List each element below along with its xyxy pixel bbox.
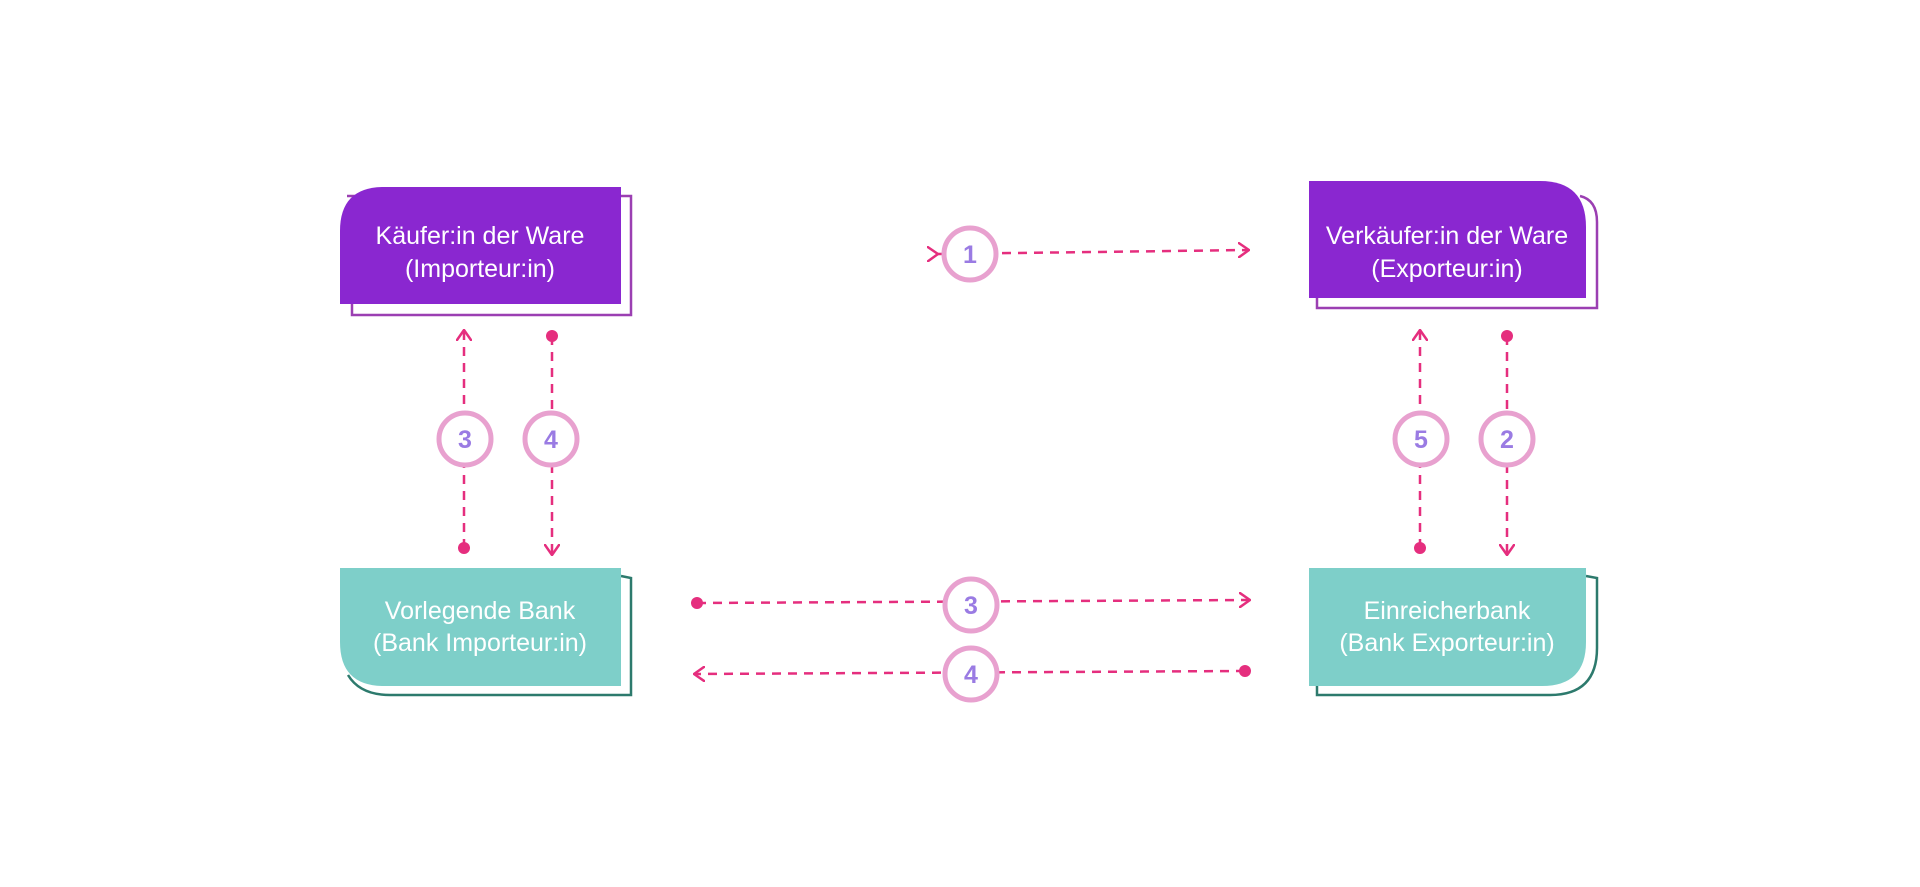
remitting-bank-box-shadow bbox=[1315, 574, 1599, 697]
step-2-down-number: 2 bbox=[1500, 426, 1514, 454]
step-2-down-origin-dot bbox=[1501, 330, 1513, 342]
step-5-up-circle bbox=[1392, 410, 1450, 468]
buyer-label-line1: Käufer:in der Ware bbox=[376, 222, 585, 250]
seller-box-fill bbox=[1309, 181, 1586, 298]
presenting-bank-label-line1: Vorlegende Bank bbox=[385, 597, 576, 625]
seller-box-shadow bbox=[1315, 194, 1599, 310]
seller-label-line1: Verkäufer:in der Ware bbox=[1326, 222, 1568, 250]
step-1-circle bbox=[941, 225, 999, 283]
step-5-up-arrow: 5 bbox=[1392, 330, 1450, 554]
presenting-bank-box-fill bbox=[340, 568, 621, 686]
remitting-bank-box-fill bbox=[1309, 568, 1586, 686]
remitting-bank-box: Einreicherbank (Bank Exporteur:in) bbox=[1309, 568, 1599, 697]
step-3-right-origin-dot bbox=[691, 597, 703, 609]
step-2-down-arrow: 2 bbox=[1478, 330, 1536, 555]
buyer-box: Käufer:in der Ware (Importeur:in) bbox=[340, 187, 633, 317]
step-4-left-circle bbox=[942, 645, 1000, 703]
presenting-bank-box-shadow bbox=[346, 574, 633, 697]
step-3-up-origin-dot bbox=[458, 542, 470, 554]
step-3-right-arrow: 3 bbox=[691, 576, 1250, 634]
presenting-bank-label-line2: (Bank Importeur:in) bbox=[373, 629, 587, 657]
step-4-left-number: 4 bbox=[964, 661, 978, 689]
step-3-up-number: 3 bbox=[458, 426, 472, 454]
seller-box: Verkäufer:in der Ware (Exporteur:in) bbox=[1309, 181, 1599, 310]
buyer-box-fill bbox=[340, 187, 621, 304]
buyer-label-line2: (Importeur:in) bbox=[405, 255, 555, 283]
step-3-right-number: 3 bbox=[964, 592, 978, 620]
step-3-right-circle bbox=[942, 576, 1000, 634]
step-4-down-circle bbox=[522, 410, 580, 468]
remitting-bank-label-line1: Einreicherbank bbox=[1364, 597, 1531, 625]
step-4-left-origin-dot bbox=[1239, 665, 1251, 677]
remitting-bank-label-line2: (Bank Exporteur:in) bbox=[1339, 629, 1554, 657]
step-4-left-arrow: 4 bbox=[694, 645, 1251, 703]
seller-label-line2: (Exporteur:in) bbox=[1371, 255, 1522, 283]
step-4-down-origin-dot bbox=[546, 330, 558, 342]
step-2-down-circle bbox=[1478, 410, 1536, 468]
step-5-up-number: 5 bbox=[1414, 426, 1428, 454]
step-4-down-number: 4 bbox=[544, 426, 558, 454]
step-3-up-circle bbox=[436, 410, 494, 468]
step-4-down-arrow: 4 bbox=[522, 330, 580, 555]
step-1-arrow: 1 bbox=[938, 225, 1249, 283]
presenting-bank-box: Vorlegende Bank (Bank Importeur:in) bbox=[340, 568, 633, 697]
step-5-up-origin-dot bbox=[1414, 542, 1426, 554]
step-1-number: 1 bbox=[963, 241, 977, 269]
step-3-up-arrow: 3 bbox=[436, 330, 494, 554]
